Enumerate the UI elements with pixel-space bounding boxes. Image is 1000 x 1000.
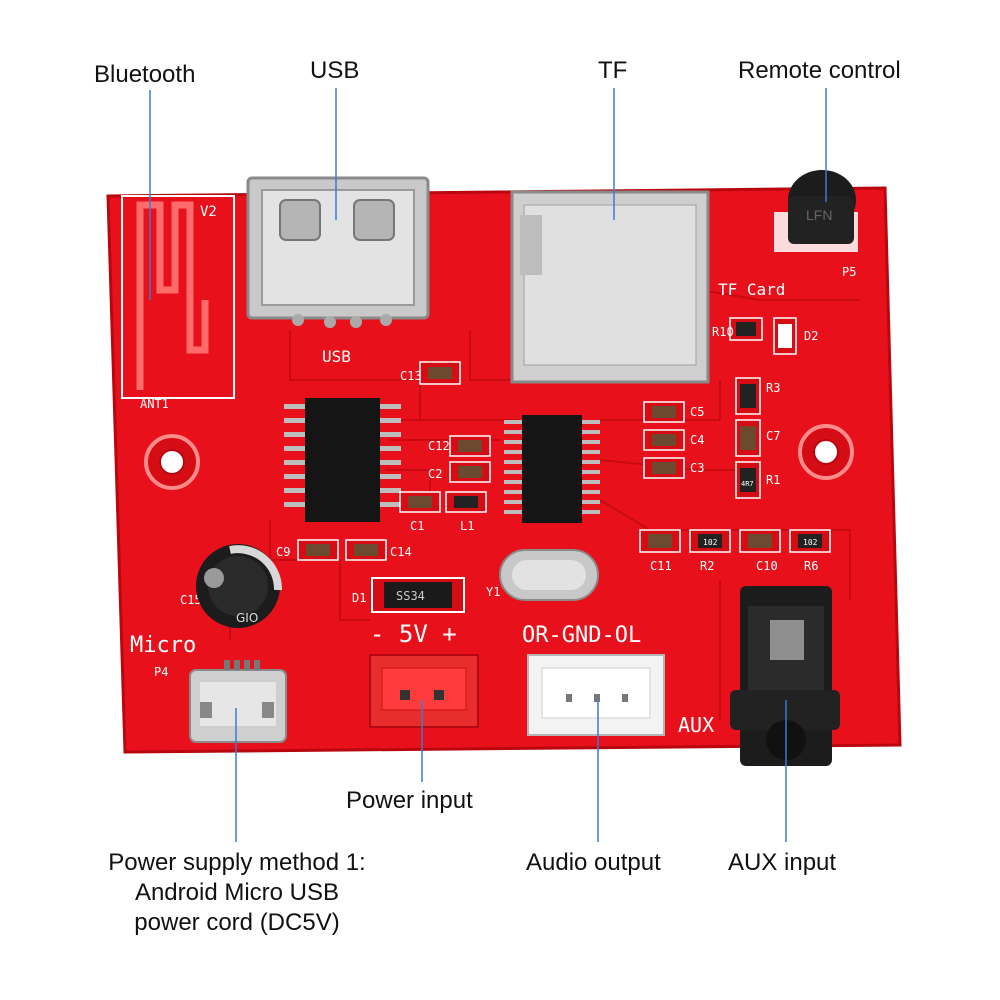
tf-card-slot [510, 190, 710, 384]
ic-chip-right [504, 415, 600, 523]
label-tf: TF [598, 57, 628, 84]
silk-power-pins: - 5V + [370, 620, 457, 648]
silk-c14: C14 [390, 545, 412, 559]
ir-receiver: LFN [774, 170, 858, 252]
ic-chip-left [284, 398, 401, 522]
silk-tf-card: TF Card [718, 280, 785, 299]
label-remote-control: Remote control [738, 57, 901, 84]
silk-micro: Micro [130, 633, 196, 658]
aux-jack [730, 586, 840, 766]
silk-d1: D1 [352, 591, 366, 605]
usb-port [246, 176, 430, 328]
silk-r6: R6 [804, 559, 818, 573]
power-input-connector [369, 654, 479, 728]
diode-marking: SS34 [396, 589, 425, 603]
label-usb: USB [310, 57, 360, 84]
resistor-code-r2: 102 [703, 538, 718, 547]
silk-r2: R2 [700, 559, 714, 573]
silk-ant1: ANT1 [140, 397, 169, 411]
silk-c4: C4 [690, 433, 704, 447]
resistor-code-r1: 4R7 [741, 480, 754, 488]
capacitor-marking: GIO [236, 611, 258, 625]
label-power-supply-line1: Power supply method 1: [108, 849, 366, 876]
silk-c3: C3 [690, 461, 704, 475]
silk-c10: C10 [756, 559, 778, 573]
label-power-supply-method: Power supply method 1: Android Micro USB… [82, 848, 392, 938]
silk-c7: C7 [766, 429, 780, 443]
silk-usb: USB [322, 347, 351, 366]
label-audio-output: Audio output [526, 849, 661, 876]
silk-c12: C12 [428, 439, 450, 453]
smd-components [297, 317, 831, 561]
silk-c11: C11 [650, 559, 672, 573]
silk-p4: P4 [154, 665, 168, 679]
label-power-input: Power input [346, 787, 473, 814]
silk-r3: R3 [766, 381, 780, 395]
label-power-supply-line2: Android Micro USB [134, 879, 340, 906]
silk-aux: AUX [678, 713, 714, 737]
label-aux-input: AUX input [728, 849, 837, 876]
audio-output-connector [527, 654, 665, 736]
silk-l1: L1 [460, 519, 474, 533]
silk-c13: C13 [400, 369, 422, 383]
antenna-outline [121, 195, 235, 399]
electrolytic-capacitor: GIO [196, 544, 283, 628]
silk-c9: C9 [276, 545, 290, 559]
silk-p5: P5 [842, 265, 856, 279]
silk-c2: C2 [428, 467, 442, 481]
silk-y1: Y1 [486, 585, 500, 599]
silk-r10: R10 [712, 325, 734, 339]
schottky-diode: SS34 [371, 577, 465, 613]
silk-v2: V2 [200, 204, 217, 220]
silk-audio-pins: OR-GND-OL [522, 623, 641, 648]
label-power-supply-line3: power cord (DC5V) [134, 909, 340, 936]
crystal-oscillator [499, 549, 599, 601]
silk-r1: R1 [766, 473, 780, 487]
resistor-code-r6: 102 [803, 538, 818, 547]
silk-c1: C1 [410, 519, 424, 533]
ir-label: LFN [806, 207, 832, 223]
silk-c15: C15 [180, 593, 202, 607]
micro-usb-port [189, 660, 287, 743]
silk-c5: C5 [690, 405, 704, 419]
silk-d2: D2 [804, 329, 818, 343]
label-bluetooth: Bluetooth [94, 61, 196, 88]
